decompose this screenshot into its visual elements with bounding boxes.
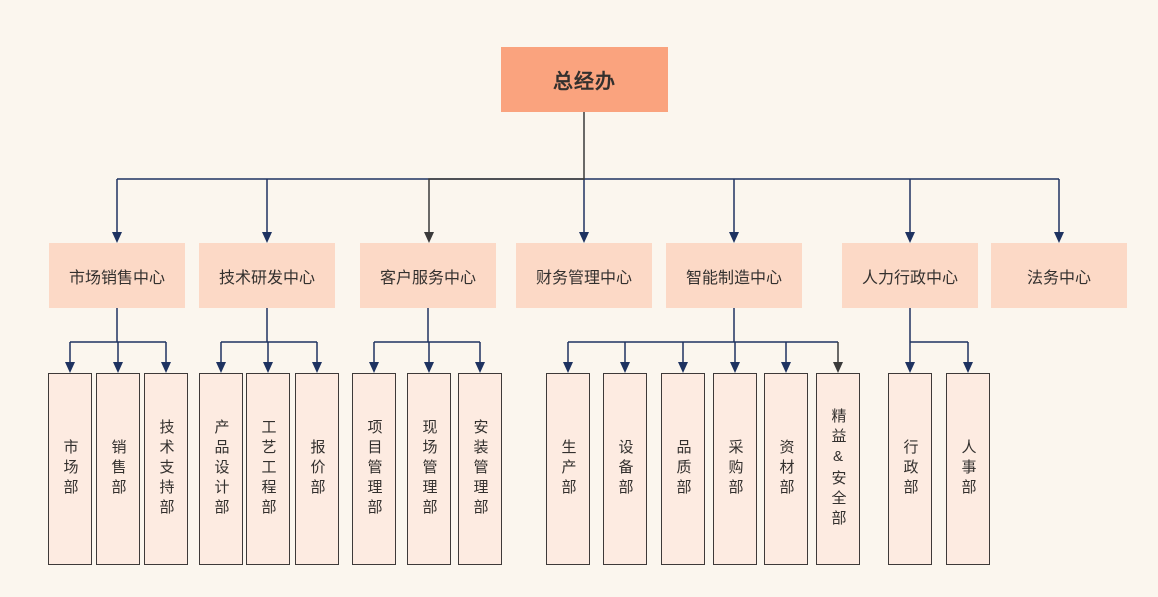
dept-node-sales: 销售部 [96,373,140,565]
center-node-smart-manufacturing: 智能制造中心 [666,243,802,308]
dept-node-process-engineering: 工艺工程部 [246,373,290,565]
dept-label: 工艺工程部 [259,419,277,519]
dept-node-site-management: 现场管理部 [407,373,451,565]
dept-node-administration: 行政部 [888,373,932,565]
root-to-customer-service-connector [424,112,585,243]
dept-node-human-resources: 人事部 [946,373,990,565]
center-node-tech-rd: 技术研发中心 [199,243,335,308]
customer-service-connectors [369,308,485,373]
root-connectors [112,178,1064,243]
dept-label: 精益&安全部 [829,408,847,530]
dept-node-tech-support: 技术支持部 [144,373,188,565]
dept-label: 项目管理部 [365,419,383,519]
hr-admin-connectors [905,308,973,373]
dept-label: 资材部 [777,439,795,499]
dept-label: 品质部 [674,439,692,499]
dept-label: 产品设计部 [212,419,230,519]
center-node-finance: 财务管理中心 [516,243,652,308]
center-node-marketing-sales: 市场销售中心 [49,243,185,308]
dept-node-marketing: 市场部 [48,373,92,565]
dept-node-quotation: 报价部 [295,373,339,565]
dept-node-installation-management: 安装管理部 [458,373,502,565]
dept-label: 设备部 [616,439,634,499]
center-node-legal: 法务中心 [991,243,1127,308]
lean-safety-connector [833,342,843,373]
dept-label: 人事部 [959,439,977,499]
dept-node-quality: 品质部 [661,373,705,565]
dept-label: 生产部 [559,439,577,499]
center-node-customer-service: 客户服务中心 [360,243,496,308]
dept-node-procurement: 采购部 [713,373,757,565]
marketing-sales-connectors [65,308,171,373]
dept-label: 安装管理部 [471,419,489,519]
dept-label: 行政部 [901,439,919,499]
dept-label: 技术支持部 [157,419,175,519]
dept-node-lean-safety: 精益&安全部 [816,373,860,565]
dept-node-equipment: 设备部 [603,373,647,565]
dept-node-project-management: 项目管理部 [352,373,396,565]
dept-label: 现场管理部 [420,419,438,519]
smart-manufacturing-connectors [563,308,838,373]
dept-label: 市场部 [61,439,79,499]
dept-node-production: 生产部 [546,373,590,565]
dept-label: 报价部 [308,439,326,499]
tech-rd-connectors [216,308,322,373]
center-node-hr-admin: 人力行政中心 [842,243,978,308]
root-node-general-manager-office: 总经办 [501,47,668,112]
dept-node-product-design: 产品设计部 [199,373,243,565]
dept-label: 采购部 [726,439,744,499]
dept-label: 销售部 [109,439,127,499]
dept-node-materials: 资材部 [764,373,808,565]
